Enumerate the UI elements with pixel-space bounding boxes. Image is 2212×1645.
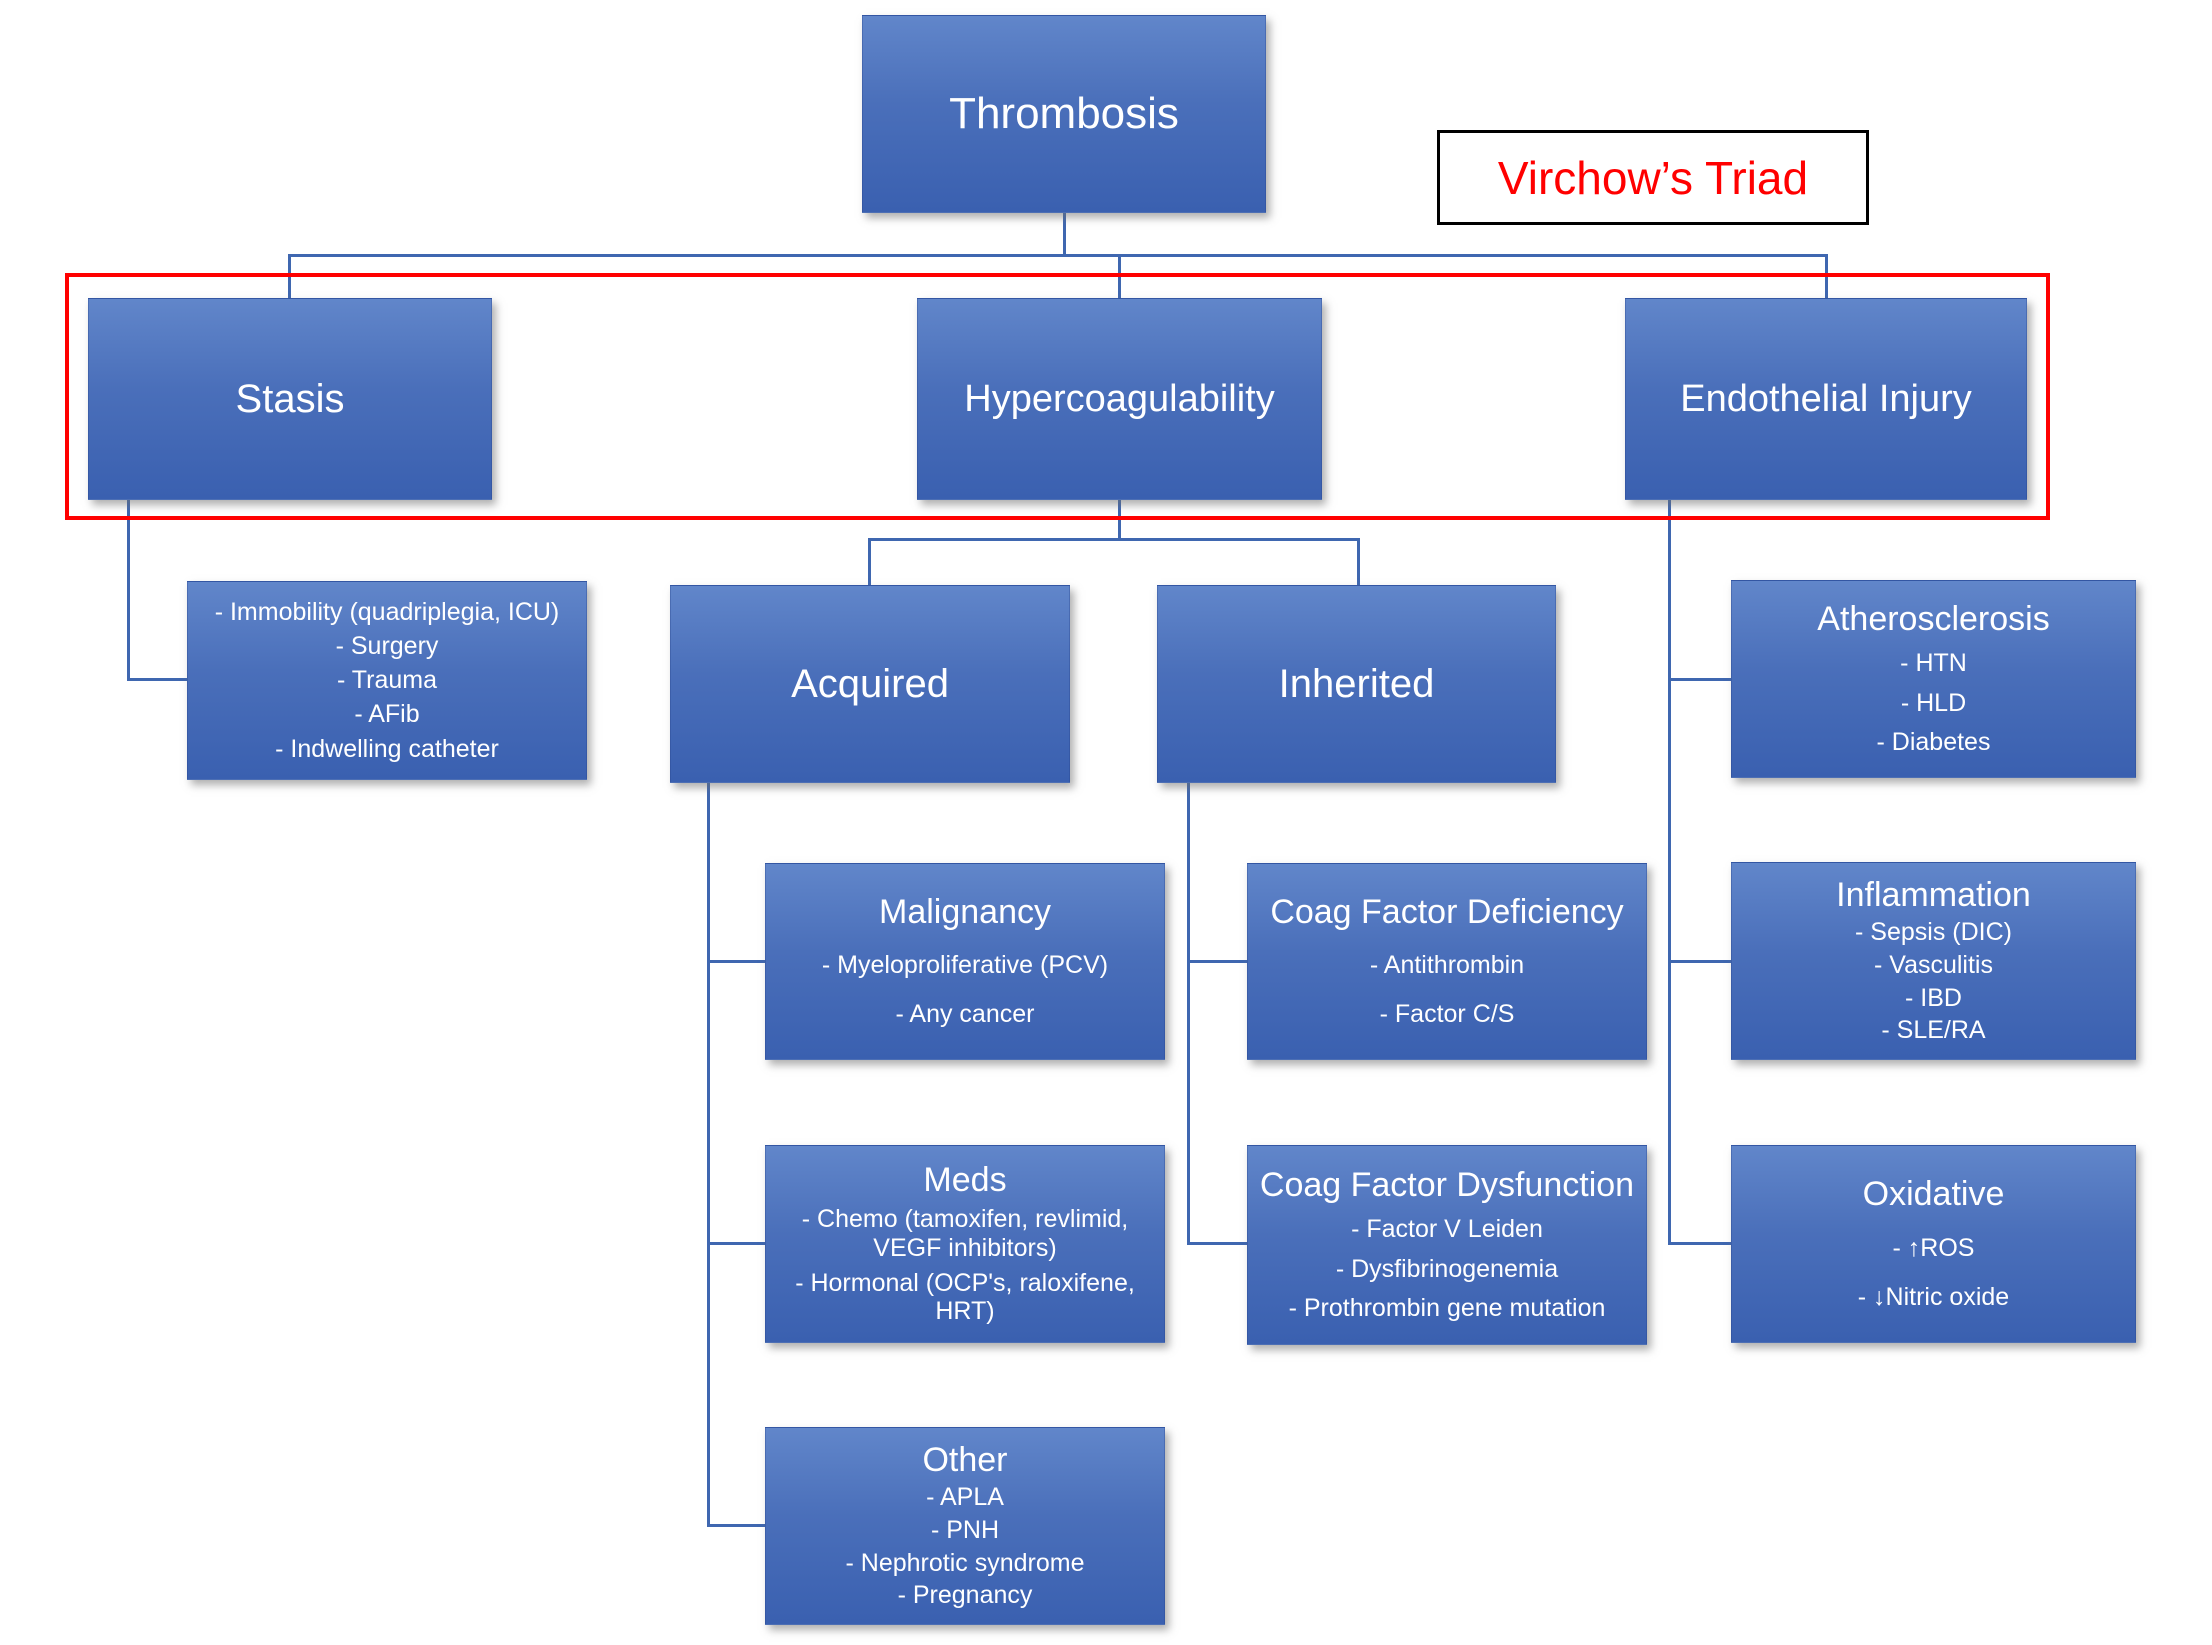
connector-line	[288, 254, 1828, 257]
node-title: Atherosclerosis	[1817, 600, 2050, 639]
virchows-triad-label: Virchow’s Triad	[1497, 151, 1809, 204]
node-coag-factor-deficiency: Coag Factor Deficiency - Antithrombin - …	[1247, 863, 1647, 1060]
connector-line	[1187, 782, 1190, 1245]
node-label: Acquired	[791, 661, 949, 706]
list-item: - Surgery	[335, 631, 439, 660]
node-atherosclerosis: Atherosclerosis - HTN - HLD - Diabetes	[1731, 580, 2136, 778]
connector-line	[1187, 960, 1249, 963]
list-item: - Antithrombin	[1369, 951, 1525, 980]
connector-line	[707, 960, 767, 963]
node-meds: Meds - Chemo (tamoxifen, revlimid, VEGF …	[765, 1145, 1165, 1343]
list-item: - Vasculitis	[1873, 950, 1993, 979]
node-title: Oxidative	[1862, 1175, 2005, 1214]
list-item: - Chemo (tamoxifen, revlimid, VEGF inhib…	[801, 1205, 1129, 1262]
virchows-triad-label-box: Virchow’s Triad	[1437, 130, 1869, 225]
list-item: - ↑ROS	[1892, 1233, 1975, 1262]
connector-line	[1668, 1242, 1733, 1245]
node-title: Coag Factor Deficiency	[1270, 893, 1624, 932]
connector-line	[1668, 960, 1733, 963]
list-item: - Myeloproliferative (PCV)	[821, 951, 1109, 980]
connector-line	[1668, 678, 1733, 681]
node-inflammation: Inflammation - Sepsis (DIC) - Vasculitis…	[1731, 862, 2136, 1060]
node-hypercoagulability: Hypercoagulability	[917, 298, 1322, 500]
list-item: - AFib	[354, 700, 420, 729]
node-oxidative: Oxidative - ↑ROS - ↓Nitric oxide	[1731, 1145, 2136, 1343]
node-title: Coag Factor Dysfunction	[1259, 1165, 1635, 1204]
node-malignancy: Malignancy - Myeloproliferative (PCV) - …	[765, 863, 1165, 1060]
connector-line	[707, 782, 710, 1527]
node-thrombosis: Thrombosis	[862, 15, 1266, 213]
connector-line	[1668, 499, 1671, 1245]
list-item: - HTN	[1900, 649, 1967, 678]
connector-line	[1187, 1242, 1249, 1245]
node-label: Thrombosis	[949, 89, 1179, 138]
node-acquired: Acquired	[670, 585, 1070, 783]
list-item: - Prothrombin gene mutation	[1288, 1294, 1606, 1323]
connector-line	[707, 1242, 767, 1245]
connector-line	[127, 499, 130, 681]
virchows-triad-outline	[65, 273, 2050, 520]
node-title: Malignancy	[879, 893, 1051, 932]
connector-line	[1118, 254, 1121, 300]
list-item: - Indwelling catheter	[275, 734, 499, 763]
list-item: - Pregnancy	[897, 1581, 1033, 1610]
connector-line	[1063, 212, 1066, 257]
list-item: - IBD	[1905, 983, 1962, 1012]
node-other: Other - APLA - PNH - Nephrotic syndrome …	[765, 1427, 1165, 1625]
list-item: - Any cancer	[895, 1000, 1035, 1029]
node-title: Inflammation	[1836, 875, 2031, 914]
node-inherited: Inherited	[1157, 585, 1556, 783]
node-title: Other	[922, 1440, 1008, 1479]
connector-line	[868, 538, 871, 586]
list-item: - Nephrotic syndrome	[845, 1548, 1085, 1577]
node-coag-factor-dysfunction: Coag Factor Dysfunction - Factor V Leide…	[1247, 1145, 1647, 1345]
connector-line	[1357, 538, 1360, 586]
list-item: - Sepsis (DIC)	[1855, 918, 2012, 947]
connector-line	[1825, 254, 1828, 300]
list-item: - Factor C/S	[1379, 1000, 1515, 1029]
list-item: - Diabetes	[1876, 727, 1991, 756]
list-item: - Immobility (quadriplegia, ICU)	[214, 597, 560, 626]
list-item: - HLD	[1900, 688, 1967, 717]
list-item: - Dysfibrinogenemia	[1335, 1254, 1559, 1283]
node-title: Meds	[923, 1160, 1007, 1199]
list-item: - Trauma	[336, 666, 438, 695]
connector-line	[288, 254, 291, 300]
list-item: - Hormonal (OCP's, raloxifene, HRT)	[795, 1268, 1135, 1326]
node-label: Endothelial Injury	[1680, 377, 1972, 420]
node-label: Stasis	[235, 376, 345, 421]
node-stasis: Stasis	[88, 298, 492, 500]
list-item: - SLE/RA	[1881, 1016, 1986, 1045]
node-endothelial-injury: Endothelial Injury	[1625, 298, 2027, 500]
node-stasis-causes: - Immobility (quadriplegia, ICU) - Surge…	[187, 581, 587, 780]
list-item: - Factor V Leiden	[1351, 1215, 1543, 1244]
list-item: - APLA	[926, 1483, 1004, 1512]
connector-line	[127, 678, 189, 681]
connector-line	[868, 538, 1360, 541]
connector-line	[1118, 499, 1121, 541]
list-item: - ↓Nitric oxide	[1857, 1282, 2010, 1311]
connector-line	[707, 1524, 767, 1527]
node-label: Hypercoagulability	[964, 377, 1275, 420]
list-item: - PNH	[930, 1515, 1000, 1544]
node-label: Inherited	[1278, 661, 1435, 706]
